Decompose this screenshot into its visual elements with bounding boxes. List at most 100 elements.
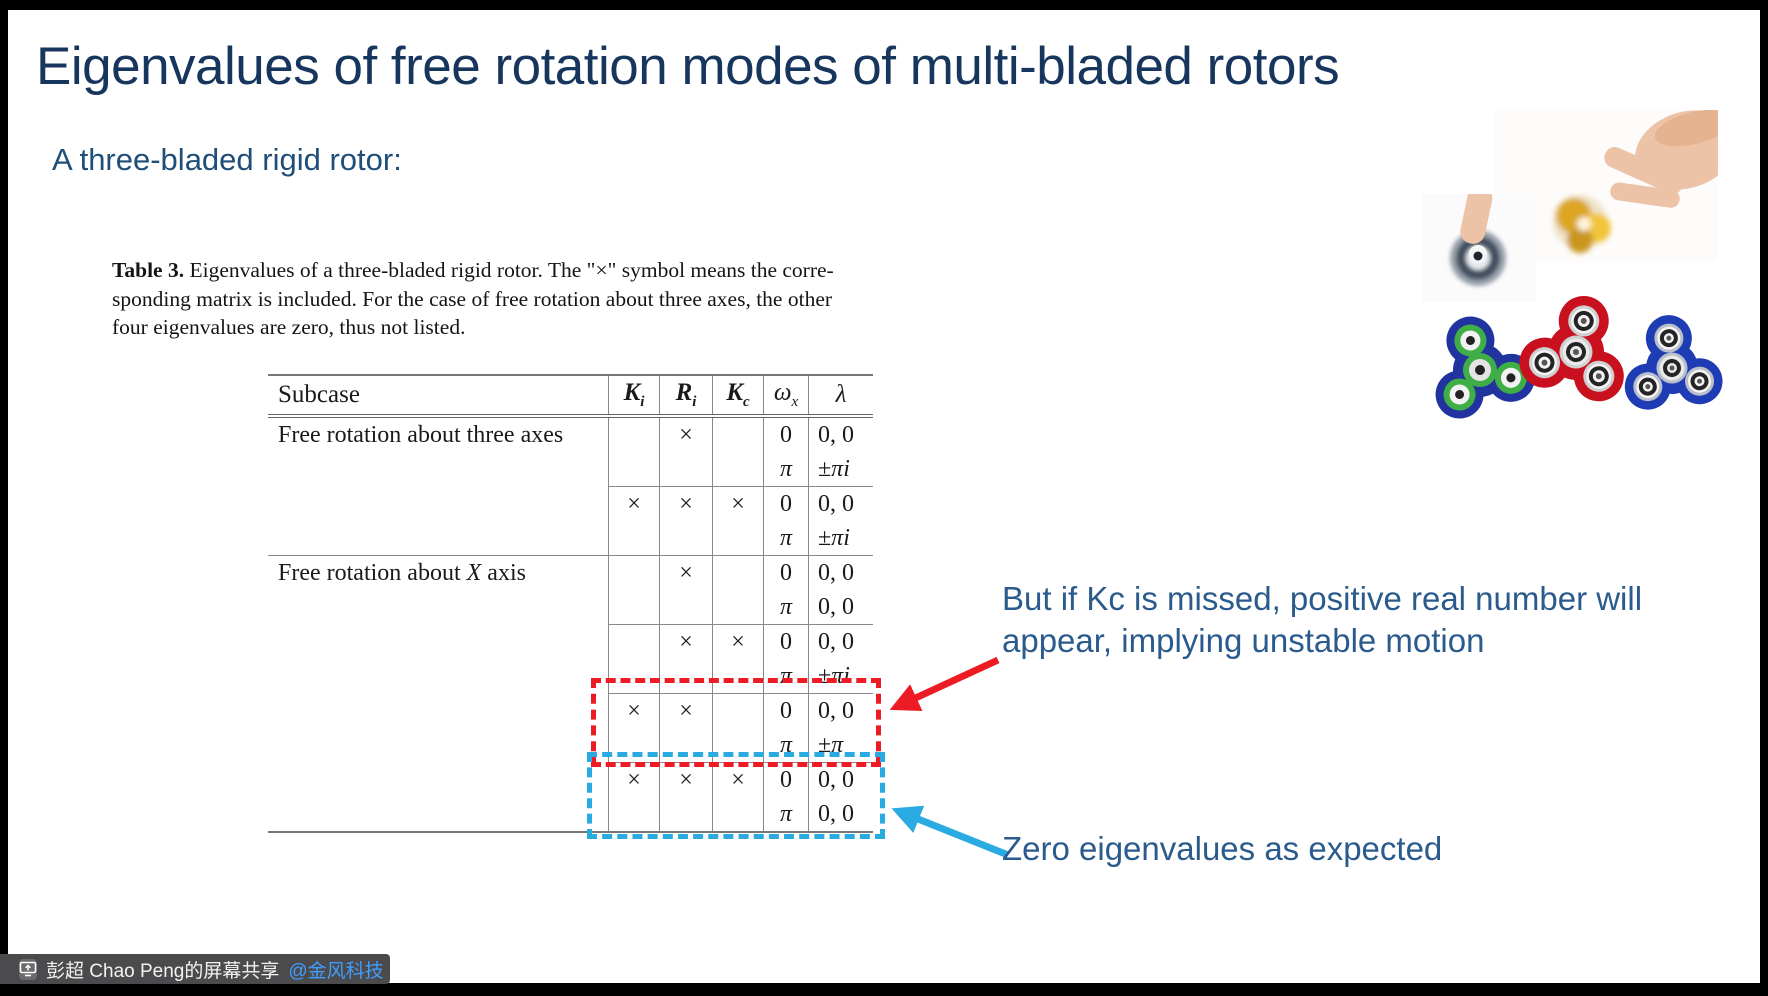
table-cell <box>659 659 713 694</box>
subcase-cell <box>268 659 609 694</box>
table-cell <box>608 590 660 625</box>
slide-subtitle: A three-bladed rigid rotor: <box>52 142 402 177</box>
table-row: π±πi <box>268 521 873 556</box>
table-cell: 0, 0 <box>808 555 873 590</box>
presentation-slide: Eigenvalues of free rotation modes of mu… <box>8 10 1760 983</box>
photo-hand-spinning-gold-spinner <box>1494 109 1737 262</box>
table-cell <box>712 797 764 833</box>
red-arrow <box>889 656 1000 711</box>
table-cell: 0, 0 <box>808 624 873 659</box>
share-mention-link[interactable]: @金风科技 <box>288 960 384 982</box>
subcase-cell <box>268 487 609 522</box>
table-cell <box>659 521 713 556</box>
table-cell: 0 <box>763 693 809 728</box>
screen-share-bar: 彭超 Chao Peng的屏幕共享 @金风科技 <box>0 954 390 984</box>
table-cell <box>712 555 764 590</box>
table-cell: 0, 0 <box>808 693 873 728</box>
red-dashed-box <box>591 678 881 767</box>
table-cell: 0, 0 <box>808 590 873 625</box>
col-header-ri: Ri <box>659 375 713 418</box>
table-cell <box>659 797 713 833</box>
table-cell <box>608 416 660 452</box>
table-cell <box>608 659 660 694</box>
table-cell: × <box>659 555 713 590</box>
annotation-unstable: But if Kc is missed, positive real numbe… <box>1002 578 1642 662</box>
caption-label: Table 3. <box>112 258 185 282</box>
blue-dashed-box <box>587 752 885 839</box>
table-cell: × <box>659 762 713 797</box>
table-cell: × <box>712 486 764 521</box>
table-cell: × <box>659 416 713 452</box>
table-cell: π <box>763 590 809 625</box>
table-cell <box>712 452 764 487</box>
table-cell <box>608 624 660 659</box>
table-cell: ±πi <box>808 521 873 556</box>
table-cell <box>712 521 764 556</box>
subcase-cell <box>268 590 609 625</box>
table-cell: × <box>659 624 713 659</box>
page-title: Eigenvalues of free rotation modes of mu… <box>36 37 1340 96</box>
table-cell: ±πi <box>808 659 873 694</box>
table-cell: × <box>608 693 660 728</box>
fidget-spinner-blue <box>1624 315 1723 410</box>
table-cell <box>659 452 713 487</box>
photo-finger-pressing-spinner <box>1422 186 1536 302</box>
subcase-cell: Free rotation about X axis <box>278 559 526 586</box>
subcase-cell: Free rotation about three axes <box>278 421 564 448</box>
table-cell: × <box>712 762 764 797</box>
table-cell: × <box>608 486 660 521</box>
table-cell <box>712 659 764 694</box>
caption-line: Table 3. Eigenvalues of a three-bladed r… <box>112 256 1052 285</box>
screen-share-icon <box>19 958 37 980</box>
table-cell: 0 <box>763 624 809 659</box>
table-cell: 0, 0 <box>808 797 873 833</box>
subcase-cell <box>268 625 609 660</box>
table-cell: × <box>659 486 713 521</box>
subcase-cell <box>268 521 609 556</box>
share-text: 彭超 Chao Peng的屏幕共享 <box>46 960 280 982</box>
table-cell: 0, 0 <box>808 416 873 452</box>
fidget-spinner-blue-green <box>1435 316 1535 419</box>
col-header-lambda: λ <box>808 375 873 418</box>
table-cell <box>608 521 660 556</box>
annotation-unstable-line2: appear, implying unstable motion <box>1002 622 1485 659</box>
table-cell: π <box>763 728 809 763</box>
table-cell: ±πi <box>808 452 873 487</box>
subcase-cell <box>268 452 609 487</box>
table-caption: Table 3. Eigenvalues of a three-bladed r… <box>112 256 1052 342</box>
table-cell: 0 <box>763 762 809 797</box>
fidget-spinners-image <box>1435 295 1723 419</box>
col-header-subcase: Subcase <box>268 375 609 418</box>
table-cell <box>712 728 764 763</box>
table-row: π±πi <box>268 452 873 487</box>
table-cell: π <box>763 452 809 487</box>
table-cell: π <box>763 659 809 694</box>
subcase-cell <box>268 694 609 729</box>
caption-text: Eigenvalues of a three-bladed rigid roto… <box>189 258 834 282</box>
subcase-cell <box>268 797 609 833</box>
table-cell <box>712 416 764 452</box>
table-cell: π <box>763 521 809 556</box>
table-cell: × <box>712 624 764 659</box>
table-cell: 0 <box>763 555 809 590</box>
table-cell <box>608 452 660 487</box>
table-cell: ±π <box>808 728 873 763</box>
col-header-ki: Ki <box>608 375 660 418</box>
blue-arrow <box>891 805 1010 859</box>
table-cell: 0, 0 <box>808 486 873 521</box>
table-cell: 0 <box>763 416 809 452</box>
table-cell: × <box>608 762 660 797</box>
table-cell <box>712 693 764 728</box>
caption-line: sponding matrix is included. For the cas… <box>112 286 833 311</box>
table-cell <box>659 590 713 625</box>
